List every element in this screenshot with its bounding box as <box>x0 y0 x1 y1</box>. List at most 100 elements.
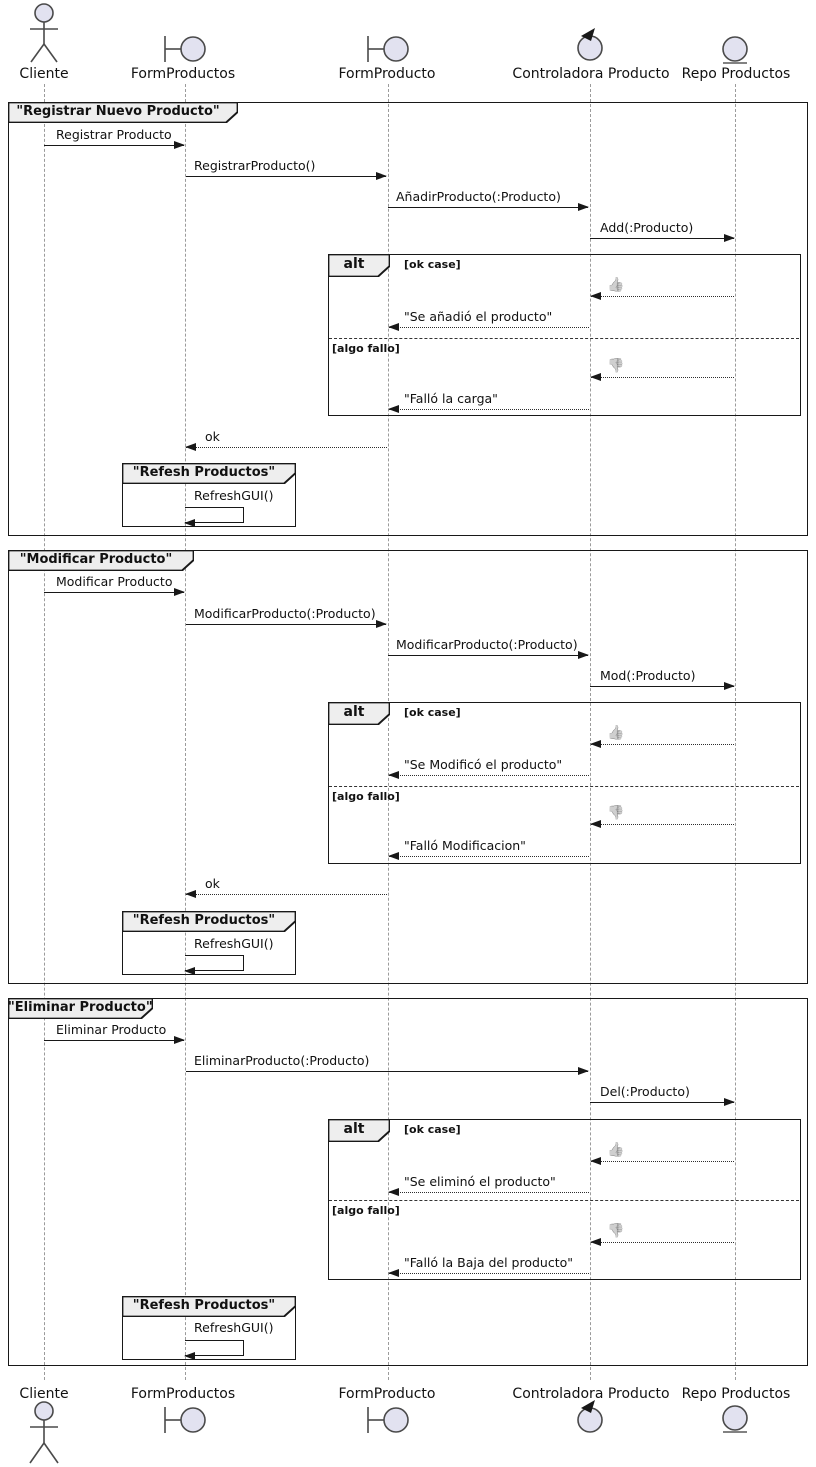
arrowhead-icon <box>388 322 399 331</box>
self-message-refresh-gui <box>184 1340 244 1361</box>
guard-algo-fallo: [algo fallo] <box>332 790 400 803</box>
message-label: ok <box>205 876 220 891</box>
control-icon <box>577 1400 603 1433</box>
arrowhead-icon <box>590 372 601 381</box>
fragment-header: "Modificar Producto" <box>8 550 194 571</box>
arrowhead-icon <box>388 404 399 413</box>
thumbs-up-icon: 👍 <box>607 725 625 741</box>
message-modificar-producto-ctrl <box>388 650 589 659</box>
message-label: Mod(:Producto) <box>600 668 696 683</box>
message-mod-producto <box>590 681 735 690</box>
return-message-ok-ack <box>185 442 387 451</box>
self-message-refresh-gui <box>184 955 244 976</box>
message-label: "Falló Modificacion" <box>404 838 526 853</box>
thumbs-up-icon: 👍 <box>607 277 625 293</box>
arrowhead-icon <box>174 587 185 596</box>
arrowhead-icon <box>578 1066 589 1075</box>
group-title: "Refesh Productos" <box>132 913 276 928</box>
thumbs-down-icon: 👎 <box>607 358 625 374</box>
group-refresh-productos: "Refesh Productos" <box>122 1296 296 1360</box>
return-message-fallo-carga <box>388 404 589 413</box>
actor-icon <box>29 1401 59 1464</box>
arrowhead-icon <box>376 619 387 628</box>
arrowhead-icon <box>590 739 601 748</box>
arrowhead-icon <box>185 889 196 898</box>
message-label: "Falló la Baja del producto" <box>404 1255 574 1270</box>
guard-ok-case: [ok case] <box>404 706 461 719</box>
arrowhead-icon <box>590 291 601 300</box>
boundary-icon <box>164 1407 206 1433</box>
lifeline-controladora <box>590 84 591 1380</box>
message-eliminar-producto <box>44 1035 185 1044</box>
arrowhead-icon <box>174 1035 185 1044</box>
participant-label-repo: Repo Productos <box>681 1386 791 1402</box>
fragment-title: "Registrar Nuevo Producto" <box>16 104 220 119</box>
alt-operator-box: alt <box>328 1119 390 1142</box>
message-label: "Se eliminó el producto" <box>404 1174 556 1189</box>
boundary-icon <box>164 36 206 62</box>
message-label: RefreshGUI() <box>194 1320 274 1335</box>
group-header: "Refesh Productos" <box>122 1296 296 1317</box>
arrowhead-icon <box>174 140 185 149</box>
message-label: RefreshGUI() <box>194 936 274 951</box>
arrowhead-icon <box>578 202 589 211</box>
fragment-title: "Modificar Producto" <box>19 552 173 567</box>
participant-label-cliente: Cliente <box>19 1386 69 1402</box>
message-eliminar-producto-fn <box>186 1066 589 1075</box>
message-registrar-producto <box>44 140 185 149</box>
boundary-icon <box>367 36 409 62</box>
message-modificar-producto <box>44 587 185 596</box>
message-add-producto <box>590 233 735 242</box>
return-message-fallo-baja <box>388 1268 589 1277</box>
return-message-se-anadio <box>388 322 589 331</box>
alt-operator-box: alt <box>328 702 390 725</box>
else-divider <box>329 1200 799 1201</box>
alt-operator-label: alt <box>343 1121 365 1137</box>
actor-icon <box>30 3 58 63</box>
return-message-fail <box>590 372 734 381</box>
participant-label-form-producto: FormProducto <box>338 66 436 82</box>
message-label: EliminarProducto(:Producto) <box>194 1053 370 1068</box>
message-anadir-producto <box>388 202 589 211</box>
return-message-ok <box>590 739 734 748</box>
guard-ok-case: [ok case] <box>404 1123 461 1136</box>
group-refresh-productos: "Refesh Productos" <box>122 463 296 527</box>
fragment-eliminar: "Eliminar Producto" <box>8 998 808 1366</box>
boundary-icon <box>367 1407 409 1433</box>
participant-label-form-productos: FormProductos <box>130 1386 236 1402</box>
participant-label-repo: Repo Productos <box>681 66 791 82</box>
group-header: "Refesh Productos" <box>122 463 296 484</box>
alt-fragment-registrar: alt <box>328 254 801 416</box>
return-message-fail <box>590 819 734 828</box>
arrowhead-icon <box>376 171 387 180</box>
group-title: "Refesh Productos" <box>132 1298 276 1313</box>
fragment-title: "Eliminar Producto" <box>8 1000 153 1015</box>
group-title: "Refesh Productos" <box>132 465 276 480</box>
participant-label-cliente: Cliente <box>19 66 69 82</box>
guard-algo-fallo: [algo fallo] <box>332 1204 400 1217</box>
arrowhead-icon <box>388 851 399 860</box>
fragment-modificar: "Modificar Producto" <box>8 550 808 984</box>
arrowhead-icon <box>184 1352 195 1361</box>
fragment-header: "Eliminar Producto" <box>8 998 153 1019</box>
return-message-fallo-modificacion <box>388 851 589 860</box>
arrowhead-icon <box>184 519 195 528</box>
message-label: "Se añadió el producto" <box>404 309 553 324</box>
arrowhead-icon <box>185 442 196 451</box>
participant-label-form-productos: FormProductos <box>130 66 236 82</box>
message-label: AñadirProducto(:Producto) <box>396 189 561 204</box>
message-label: "Se Modificó el producto" <box>404 757 563 772</box>
lifeline-cliente <box>44 84 45 1380</box>
return-message-ok-ack <box>185 889 387 898</box>
arrowhead-icon <box>724 1097 735 1106</box>
alt-operator-box: alt <box>328 254 390 277</box>
lifeline-repo <box>735 84 736 1380</box>
message-label: Modificar Producto <box>56 574 173 589</box>
arrowhead-icon <box>184 967 195 976</box>
entity-icon <box>722 1405 748 1433</box>
return-message-fail <box>590 1237 734 1246</box>
group-header: "Refesh Productos" <box>122 911 296 932</box>
return-message-se-elimino <box>388 1187 589 1196</box>
fragment-header: "Registrar Nuevo Producto" <box>8 102 238 123</box>
